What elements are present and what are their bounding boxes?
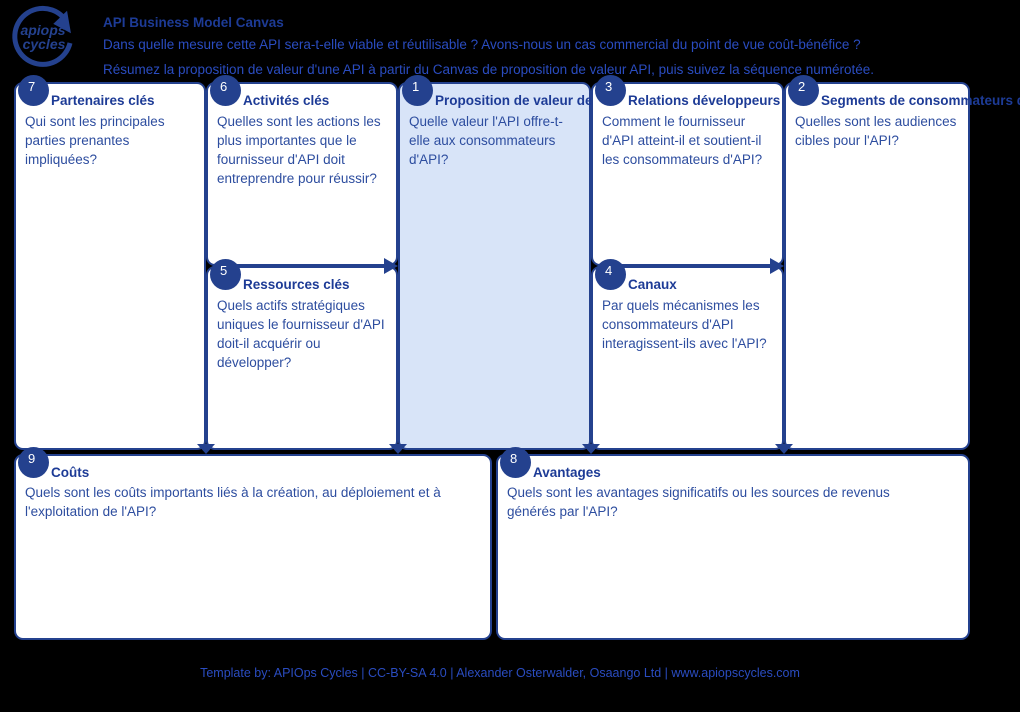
step-badge-1: 1 xyxy=(402,75,433,106)
apiops-cycles-logo: apiops cycles xyxy=(10,3,78,71)
step-badge-2: 2 xyxy=(788,75,819,106)
section-avantages: 8 Avantages Quels sont les avantages sig… xyxy=(496,447,970,640)
arrow-down-icon xyxy=(582,444,600,454)
arrow-right-icon xyxy=(384,258,398,274)
section-title: Activités clés xyxy=(243,93,330,108)
step-badge-4: 4 xyxy=(595,259,626,290)
section-question: Quels sont les coûts importants liés à l… xyxy=(25,485,441,519)
header-question-line-1: Dans quelle mesure cette API sera-t-elle… xyxy=(103,37,861,52)
section-title: Partenaires clés xyxy=(51,93,155,108)
header: API Business Model Canvas Dans quelle me… xyxy=(103,15,1003,85)
section-segments-de-consommateurs: 2 Segments de consommateurs de l'API Que… xyxy=(784,75,1020,450)
arrow-right-icon xyxy=(770,258,784,274)
section-partenaires-cles: 7 Partenaires clés Qui sont les principa… xyxy=(14,75,206,450)
section-question: Qui sont les principales parties prenant… xyxy=(25,114,165,167)
step-badge-3: 3 xyxy=(595,75,626,106)
arrow-down-icon xyxy=(389,444,407,454)
section-activites-cles: 6 Activités clés Quelles sont les action… xyxy=(206,75,398,266)
step-badge-6: 6 xyxy=(210,75,241,106)
section-question: Quelles sont les audiences cibles pour l… xyxy=(795,114,957,148)
footer-credits: Template by: APIOps Cycles | CC-BY-SA 4.… xyxy=(200,666,800,680)
section-question: Comment le fournisseur d'API atteint-il … xyxy=(602,114,763,167)
page-title: API Business Model Canvas xyxy=(103,15,284,30)
section-title: Segments de consommateurs de l'API xyxy=(821,93,1020,108)
section-title: Relations développeurs xyxy=(628,93,781,108)
step-badge-9: 9 xyxy=(18,447,49,478)
section-question: Quelles sont les actions les plus import… xyxy=(217,114,381,186)
header-question-line-2: Résumez la proposition de valeur d'une A… xyxy=(103,62,875,77)
step-badge-8: 8 xyxy=(500,447,531,478)
arrow-down-icon xyxy=(197,444,215,454)
step-badge-5: 5 xyxy=(210,259,241,290)
section-relations-developpeurs: 3 Relations développeurs Comment le four… xyxy=(591,75,784,266)
section-question: Par quels mécanismes les consommateurs d… xyxy=(602,298,767,351)
section-title: Coûts xyxy=(51,465,90,480)
arrow-down-icon xyxy=(775,444,793,454)
step-badge-7: 7 xyxy=(18,75,49,106)
section-ressources-cles: 5 Ressources clés Quels actifs stratégiq… xyxy=(206,259,398,450)
section-title: Proposition de valeur de l'API xyxy=(435,93,626,108)
section-question: Quels actifs stratégiques uniques le fou… xyxy=(217,298,385,370)
section-canaux: 4 Canaux Par quels mécanismes les consom… xyxy=(591,259,784,450)
logo-word-2: cycles xyxy=(23,36,66,52)
circular-arrow-icon: apiops cycles xyxy=(12,5,73,67)
section-title: Canaux xyxy=(628,277,677,292)
logo-word-1: apiops xyxy=(20,22,65,38)
section-question: Quelle valeur l'API offre-t-elle aux con… xyxy=(409,114,563,167)
section-title: Ressources clés xyxy=(243,277,350,292)
section-question: Quels sont les avantages significatifs o… xyxy=(507,485,890,519)
section-proposition-de-valeur: 1 Proposition de valeur de l'API Quelle … xyxy=(398,75,626,450)
section-couts: 9 Coûts Quels sont les coûts importants … xyxy=(14,447,492,640)
section-title: Avantages xyxy=(533,465,601,480)
